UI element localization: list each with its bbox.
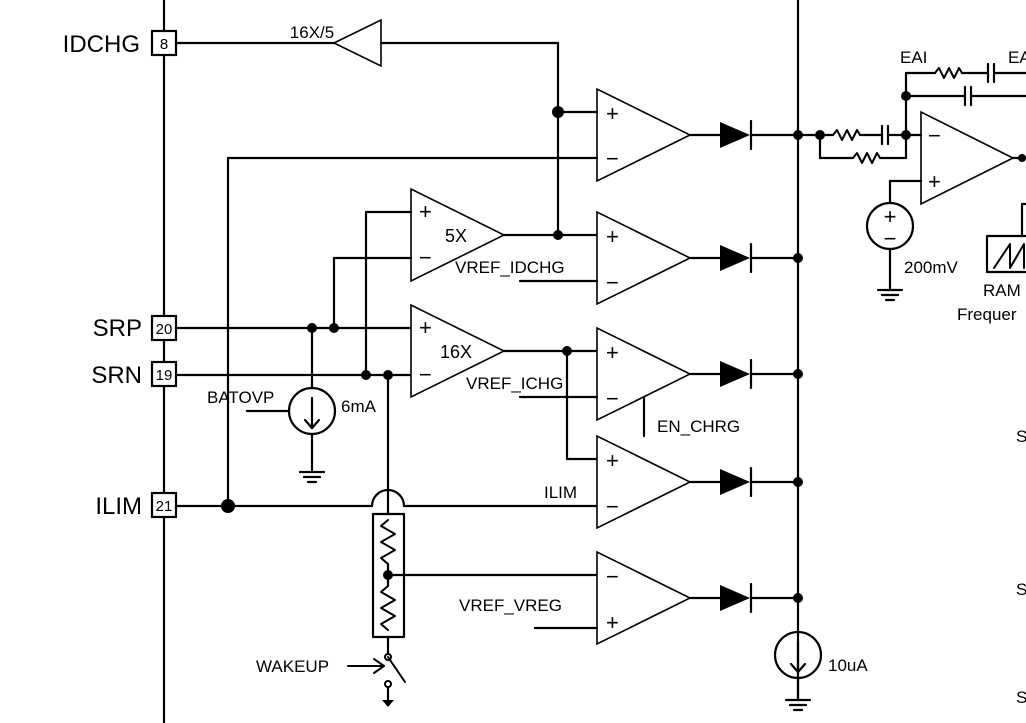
bias-current-source: 10uA: [773, 630, 868, 712]
junction: [793, 593, 803, 603]
batovp-current-source: BATOVP 6mA: [207, 326, 377, 484]
wakeup-label: WAKEUP: [256, 657, 329, 676]
amp-5x: + − 5X: [332, 187, 599, 377]
current-6ma-label: 6mA: [341, 397, 377, 416]
comparator-ilim: + −: [596, 434, 800, 530]
svg-text:+: +: [606, 101, 619, 126]
vref-ichg-label: VREF_ICHG: [466, 374, 563, 393]
junction: [793, 253, 803, 263]
pin-idchg-number: 8: [160, 36, 168, 53]
svg-text:−: −: [606, 146, 619, 171]
pin-srp-label: SRP: [93, 315, 142, 342]
svg-text:+: +: [606, 224, 619, 249]
svg-text:−: −: [606, 270, 619, 295]
eai-label: EAI: [900, 48, 927, 67]
svg-text:+: +: [419, 315, 432, 340]
voltage-200mv-label: 200mV: [904, 258, 959, 277]
junction: [221, 499, 235, 513]
eao-label-partial: EA: [1008, 48, 1026, 67]
junction: [793, 477, 803, 487]
pin-ilim-label: ILIM: [95, 493, 142, 520]
junction: [361, 370, 371, 380]
svg-text:+: +: [606, 610, 619, 635]
resistor-divider: [371, 373, 599, 656]
svg-text:+: +: [606, 448, 619, 473]
vref-idchg-label: VREF_IDCHG: [455, 258, 565, 277]
pin-ilim: 21 ILIM: [95, 491, 178, 520]
junction: [793, 369, 803, 379]
right-edge-label: S: [1016, 688, 1026, 707]
pin-srn: 19 SRN: [91, 360, 178, 389]
svg-text:−: −: [419, 362, 432, 387]
frequency-label-partial: Frequer: [957, 305, 1017, 324]
pin-srp-number: 20: [156, 321, 173, 338]
comparator-vref-idchg: + − VREF_IDCHG: [455, 210, 800, 306]
pin-idchg-label: IDCHG: [63, 31, 140, 58]
pin-ilim-number: 21: [156, 498, 173, 515]
right-edge-label: S: [1016, 427, 1026, 446]
pin-idchg: 8 IDCHG: [63, 29, 178, 58]
svg-text:+: +: [928, 169, 941, 194]
pin-srn-number: 19: [156, 367, 173, 384]
ilim-ref-label: ILIM: [544, 483, 577, 502]
svg-text:−: −: [606, 494, 619, 519]
ramp-label-partial: RAM: [983, 281, 1021, 300]
comparator-vref-ichg: + − VREF_ICHG EN_CHRG: [466, 326, 800, 438]
batovp-label: BATOVP: [207, 388, 274, 407]
svg-text:−: −: [928, 123, 941, 148]
svg-text:−: −: [419, 245, 432, 270]
amp-16x: + − 16X: [410, 303, 599, 461]
amp-16x-gain: 16X: [440, 342, 472, 362]
svg-text:+: +: [884, 204, 897, 229]
idchg-buffer: 16X/5: [174, 18, 560, 237]
svg-text:−: −: [606, 386, 619, 411]
ramp-generator: RAM Frequer: [957, 202, 1026, 324]
current-10ua-label: 10uA: [828, 656, 868, 675]
svg-text:+: +: [606, 340, 619, 365]
svg-text:−: −: [606, 564, 619, 589]
svg-text:−: −: [884, 226, 897, 251]
right-edge-label: S: [1016, 580, 1026, 599]
junction: [329, 323, 339, 333]
comparator-idchg: + −: [226, 87, 800, 183]
amp-5x-gain: 5X: [445, 226, 467, 246]
comparator-vref-vreg: − + VREF_VREG: [459, 550, 800, 646]
pin-srp: 20 SRP: [93, 314, 178, 342]
error-amplifier: EAI EA − + + − 200mV: [796, 48, 1026, 302]
svg-text:+: +: [419, 199, 432, 224]
vref-vreg-label: VREF_VREG: [459, 596, 562, 615]
en-chrg-label: EN_CHRG: [657, 417, 740, 436]
idchg-buffer-gain: 16X/5: [290, 23, 334, 42]
pin-srn-label: SRN: [91, 362, 142, 389]
junction: [562, 346, 572, 356]
junction: [553, 230, 563, 240]
junction: [552, 106, 564, 118]
junction: [383, 570, 393, 580]
ilim-input-wire: ILIM: [174, 483, 599, 508]
wakeup-switch: WAKEUP: [256, 653, 406, 707]
